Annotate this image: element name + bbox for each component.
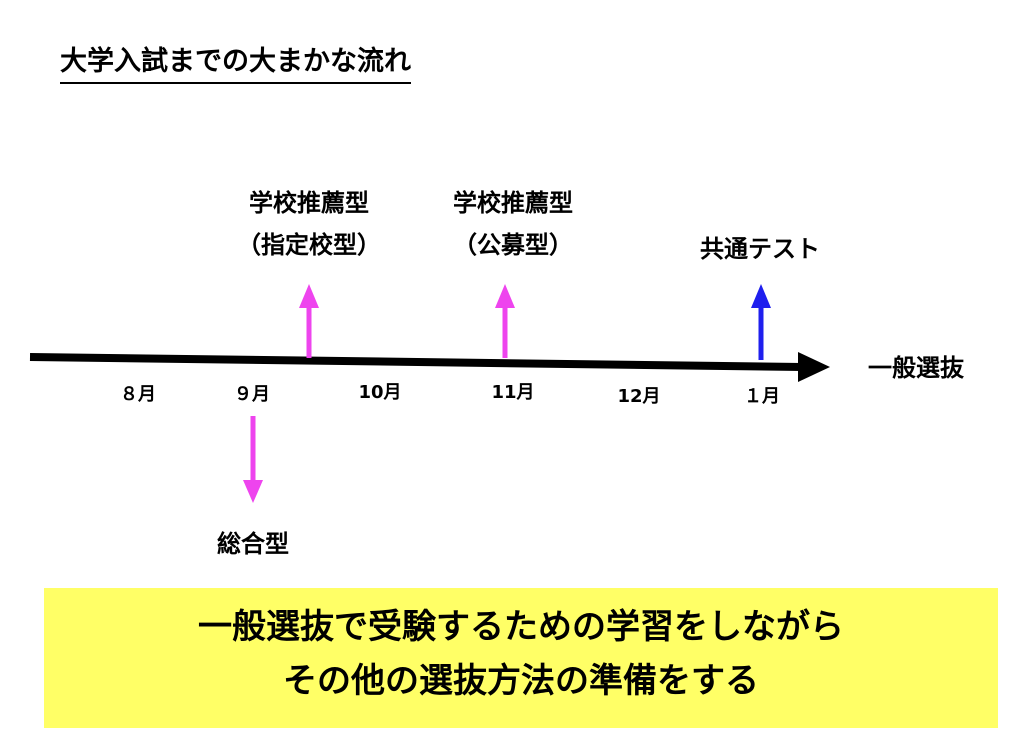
month-label-aug: ８月 bbox=[120, 384, 156, 405]
timeline-arrowhead bbox=[798, 352, 830, 382]
month-label-sep: ９月 bbox=[234, 384, 270, 405]
kyotsu-label: 共通テスト bbox=[700, 235, 820, 263]
kyotsu-arrowhead bbox=[751, 284, 771, 308]
month-label-oct: 10月 bbox=[358, 382, 402, 403]
shitei-arrowhead bbox=[299, 284, 319, 308]
page-title: 大学入試までの大まかな流れ bbox=[60, 44, 411, 84]
shitei-label-line2: （指定校型） bbox=[237, 231, 381, 259]
koubo-label-line1: 学校推薦型 bbox=[453, 189, 573, 217]
month-label-dec: 12月 bbox=[617, 386, 661, 407]
summary-line-2: その他の選抜方法の準備をする bbox=[283, 661, 759, 701]
sougou-label: 総合型 bbox=[217, 530, 289, 558]
timeline-line bbox=[29, 353, 803, 371]
koubo-label-line2: （公募型） bbox=[453, 231, 573, 259]
month-label-jan: １月 bbox=[744, 386, 780, 407]
month-label-nov: 11月 bbox=[491, 382, 535, 403]
koubo-arrowhead bbox=[495, 284, 515, 308]
summary-line-1: 一般選抜で受験するための学習をしながら bbox=[198, 607, 844, 647]
summary-box: 一般選抜で受験するための学習をしながら その他の選抜方法の準備をする bbox=[44, 588, 998, 728]
timeline-end-label: 一般選抜 bbox=[868, 354, 964, 382]
sougou-arrowhead bbox=[243, 480, 263, 503]
shitei-label-line1: 学校推薦型 bbox=[249, 189, 369, 217]
